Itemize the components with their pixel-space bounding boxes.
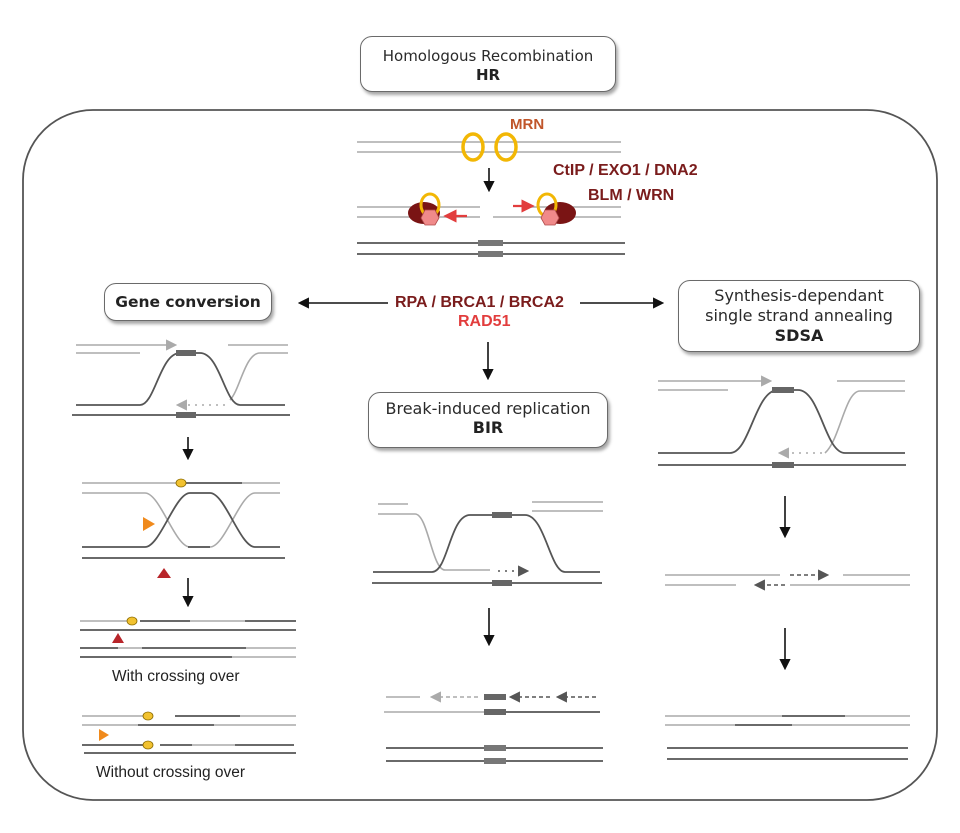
resection-complex-right	[536, 192, 576, 226]
cleavage-marker-red	[157, 568, 171, 578]
mrn-ring-right	[494, 132, 518, 162]
helicases-label: BLM / WRN	[588, 187, 675, 204]
gc-d-loop	[72, 339, 290, 418]
sdsa-abbr: SDSA	[774, 326, 824, 345]
bir-box: Break-induced replication BIR	[368, 392, 608, 448]
bir-d-loop	[372, 501, 603, 586]
rad51-label: RAD51	[458, 313, 511, 330]
resected-ends	[357, 206, 621, 218]
title-box-hr: Homologous Recombination HR	[360, 36, 616, 92]
sdsa-product	[665, 715, 910, 760]
sdsa-d-loop	[658, 375, 906, 468]
title-abbr: HR	[475, 66, 501, 84]
without-crossover-caption: Without crossing over	[96, 764, 246, 781]
gc-double-holliday-junction	[82, 478, 285, 578]
bir-product	[384, 691, 603, 764]
resection-complex-left	[408, 192, 441, 226]
mrn-label: MRN	[510, 116, 545, 133]
mrn-ring-left	[461, 132, 485, 162]
homolog-duplex-top	[357, 240, 625, 257]
gene-conversion-title: Gene conversion	[115, 293, 261, 311]
bir-title: Break-induced replication	[385, 399, 591, 418]
gc-outcome-crossover	[80, 616, 296, 658]
outer-frame	[22, 109, 938, 801]
dsb-duplex	[357, 141, 621, 153]
sdsa-line1: Synthesis-dependant	[714, 286, 884, 305]
bir-abbr: BIR	[472, 418, 504, 437]
sdsa-box: Synthesis-dependant single strand anneal…	[678, 280, 920, 352]
mediators-label: RPA / BRCA1 / BRCA2	[393, 294, 566, 312]
gc-outcome-noncrossover	[82, 711, 296, 754]
with-crossover-caption: With crossing over	[112, 668, 240, 685]
nucleases-label: CtIP / EXO1 / DNA2	[553, 162, 698, 179]
title-line: Homologous Recombination	[382, 47, 594, 65]
resolution-marker-orange	[143, 517, 155, 531]
gene-conversion-box: Gene conversion	[104, 283, 272, 321]
sdsa-line2: single strand annealing	[705, 306, 893, 325]
sdsa-annealing	[665, 569, 910, 591]
